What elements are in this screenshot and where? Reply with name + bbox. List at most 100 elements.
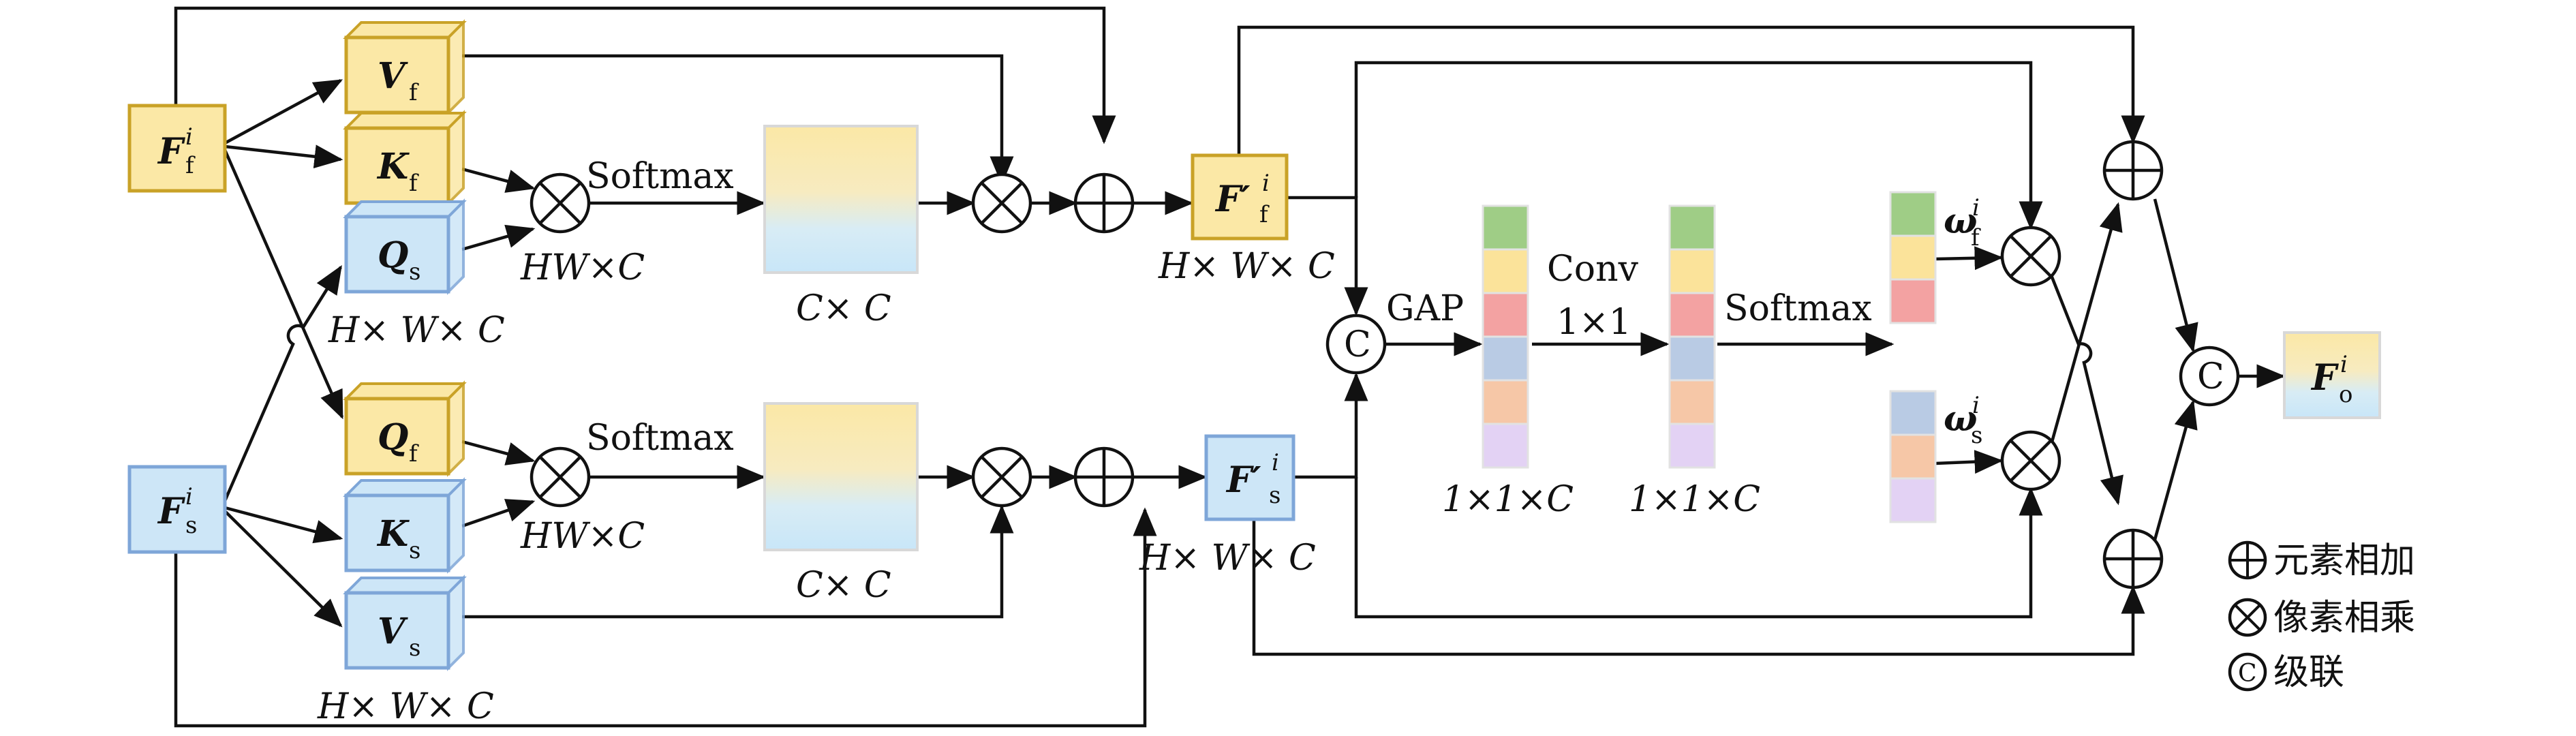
wire-qf-mul [461, 440, 536, 465]
legend-multiply-text: 像素相乘 [2273, 598, 2415, 639]
wire-wf-mul [1935, 246, 2004, 271]
weight-f-vector [1889, 191, 1937, 324]
add-top-icon [1073, 172, 1135, 234]
cube-k-f-symbol: K [376, 146, 410, 187]
cube-q-s-symbol: Q [378, 234, 408, 276]
add-bottom-icon [1073, 446, 1135, 508]
mid-s-box [1204, 434, 1295, 521]
wire-ff-qf [223, 149, 344, 420]
omega-s-symbol: ω [1944, 398, 1978, 440]
c-circle-icon [2228, 652, 2267, 692]
hwc3-label-smid: H× W× C [1139, 538, 1316, 579]
matrix-bottom [763, 402, 919, 551]
gap-vector-cell [1482, 292, 1529, 338]
multiply-weight-f-icon [2000, 226, 2061, 287]
gap-vector-cell [1482, 423, 1529, 469]
wire-smid-loop-mul [1354, 477, 2043, 619]
softmax-label-bottom: Softmax [586, 418, 734, 459]
mid-s-sup: i [1272, 449, 1279, 476]
wire-fs-skip [174, 507, 1157, 728]
concat-out-icon-glyph: C [2197, 356, 2224, 397]
cc-label-top: C× C [796, 288, 891, 329]
cube-k-f-sub: f [409, 170, 419, 197]
weight-f-vector-cell [1889, 191, 1937, 237]
mid-f-sup: i [1262, 170, 1270, 197]
conv-vector-cell [1668, 292, 1716, 338]
hwc3-label-top: H× W× C [328, 310, 505, 351]
add-right-bottom-icon [2102, 528, 2164, 589]
wire-smid-concat [1293, 372, 1368, 479]
legend-concat-glyph: C [2238, 660, 2257, 688]
cube-v-f-sub: f [409, 79, 419, 106]
weight-s-vector [1889, 390, 1937, 523]
operators: CC [530, 140, 2240, 589]
wire-fmid-loop-top [1237, 25, 2145, 155]
cc-label-bottom: C× C [796, 565, 891, 606]
vec2-size-label: 1×1×C [1629, 479, 1760, 520]
wire-muls-addtop [2049, 202, 2123, 445]
mid-s-sub: s [1269, 482, 1281, 509]
wire-smid-loop-bot [1252, 504, 2145, 656]
gap-vector-cell [1482, 248, 1529, 294]
wire-addtop-concat [2153, 198, 2198, 353]
wire-qs-mul [461, 224, 536, 251]
legend-add-text: 元素相加 [2273, 540, 2415, 581]
mid-f-block: F′ f i [1191, 153, 1289, 241]
wire-vf-mul [462, 54, 1014, 185]
legend-item-add: 元素相加 [2228, 540, 2415, 581]
wire-fs-qs [223, 265, 342, 502]
input-s-box [127, 465, 227, 554]
cube-v-s-symbol: V [378, 611, 408, 652]
wire-ks-mul [461, 499, 536, 528]
wire-fmid-loop-mul [1354, 61, 2043, 230]
gap-vector-cell [1482, 335, 1529, 382]
legend: 元素相加 像素相乘 C 级联 [2228, 540, 2415, 693]
softmax-label-right: Softmax [1724, 288, 1872, 329]
input-s-sup: i [185, 483, 193, 510]
conv-vector [1668, 204, 1716, 469]
conv-vector-cell [1668, 204, 1716, 251]
legend-concat-text: 级联 [2273, 652, 2344, 693]
mid-f-sub: f [1259, 201, 1270, 228]
input-s-block: F s i [127, 465, 227, 554]
output-box [2283, 331, 2381, 419]
conv-vector-cell [1668, 423, 1716, 469]
omega-s-sup: i [1972, 392, 1980, 419]
cube-q-f-symbol: Q [378, 416, 408, 458]
hwc3-label-fmid: H× W× C [1158, 246, 1335, 287]
input-f-sub: f [185, 152, 196, 179]
output-sub: o [2339, 381, 2352, 408]
weight-f-vector-cell [1889, 278, 1937, 324]
wire-addbot-concat [2153, 399, 2198, 540]
wire-ff-skip [174, 6, 1116, 144]
gap-label: GAP [1386, 288, 1464, 329]
hwc-label-bottom: HW×C [520, 516, 645, 557]
wire-fs-vs [224, 510, 343, 628]
conv-vector-cell [1668, 335, 1716, 382]
omega-f-sup: i [1972, 194, 1980, 221]
hwc3-label-bottom: H× W× C [317, 686, 494, 727]
output-sup: i [2340, 351, 2348, 378]
mid-s-symbol: F′ [1225, 459, 1261, 501]
cube-k-s-sub: s [409, 537, 420, 564]
conv-size-label: 1×1 [1557, 302, 1631, 343]
multiply-qk-bottom-icon [530, 446, 591, 508]
input-f-symbol: F [157, 131, 185, 172]
cube-q-s-sub: s [409, 258, 420, 286]
gap-vector-cell [1482, 204, 1529, 251]
wire-ws-mul [1935, 450, 2004, 474]
labels: Softmax HW×C H× W× C C× C Softmax HW×C H… [317, 156, 1982, 727]
cube-k-s-symbol: K [376, 513, 410, 555]
gap-vector-cell [1482, 379, 1529, 425]
omega-f-sub: f [1971, 224, 1981, 251]
weight-s-vector-cell [1889, 433, 1937, 480]
omega-f-symbol: ω [1944, 200, 1978, 242]
